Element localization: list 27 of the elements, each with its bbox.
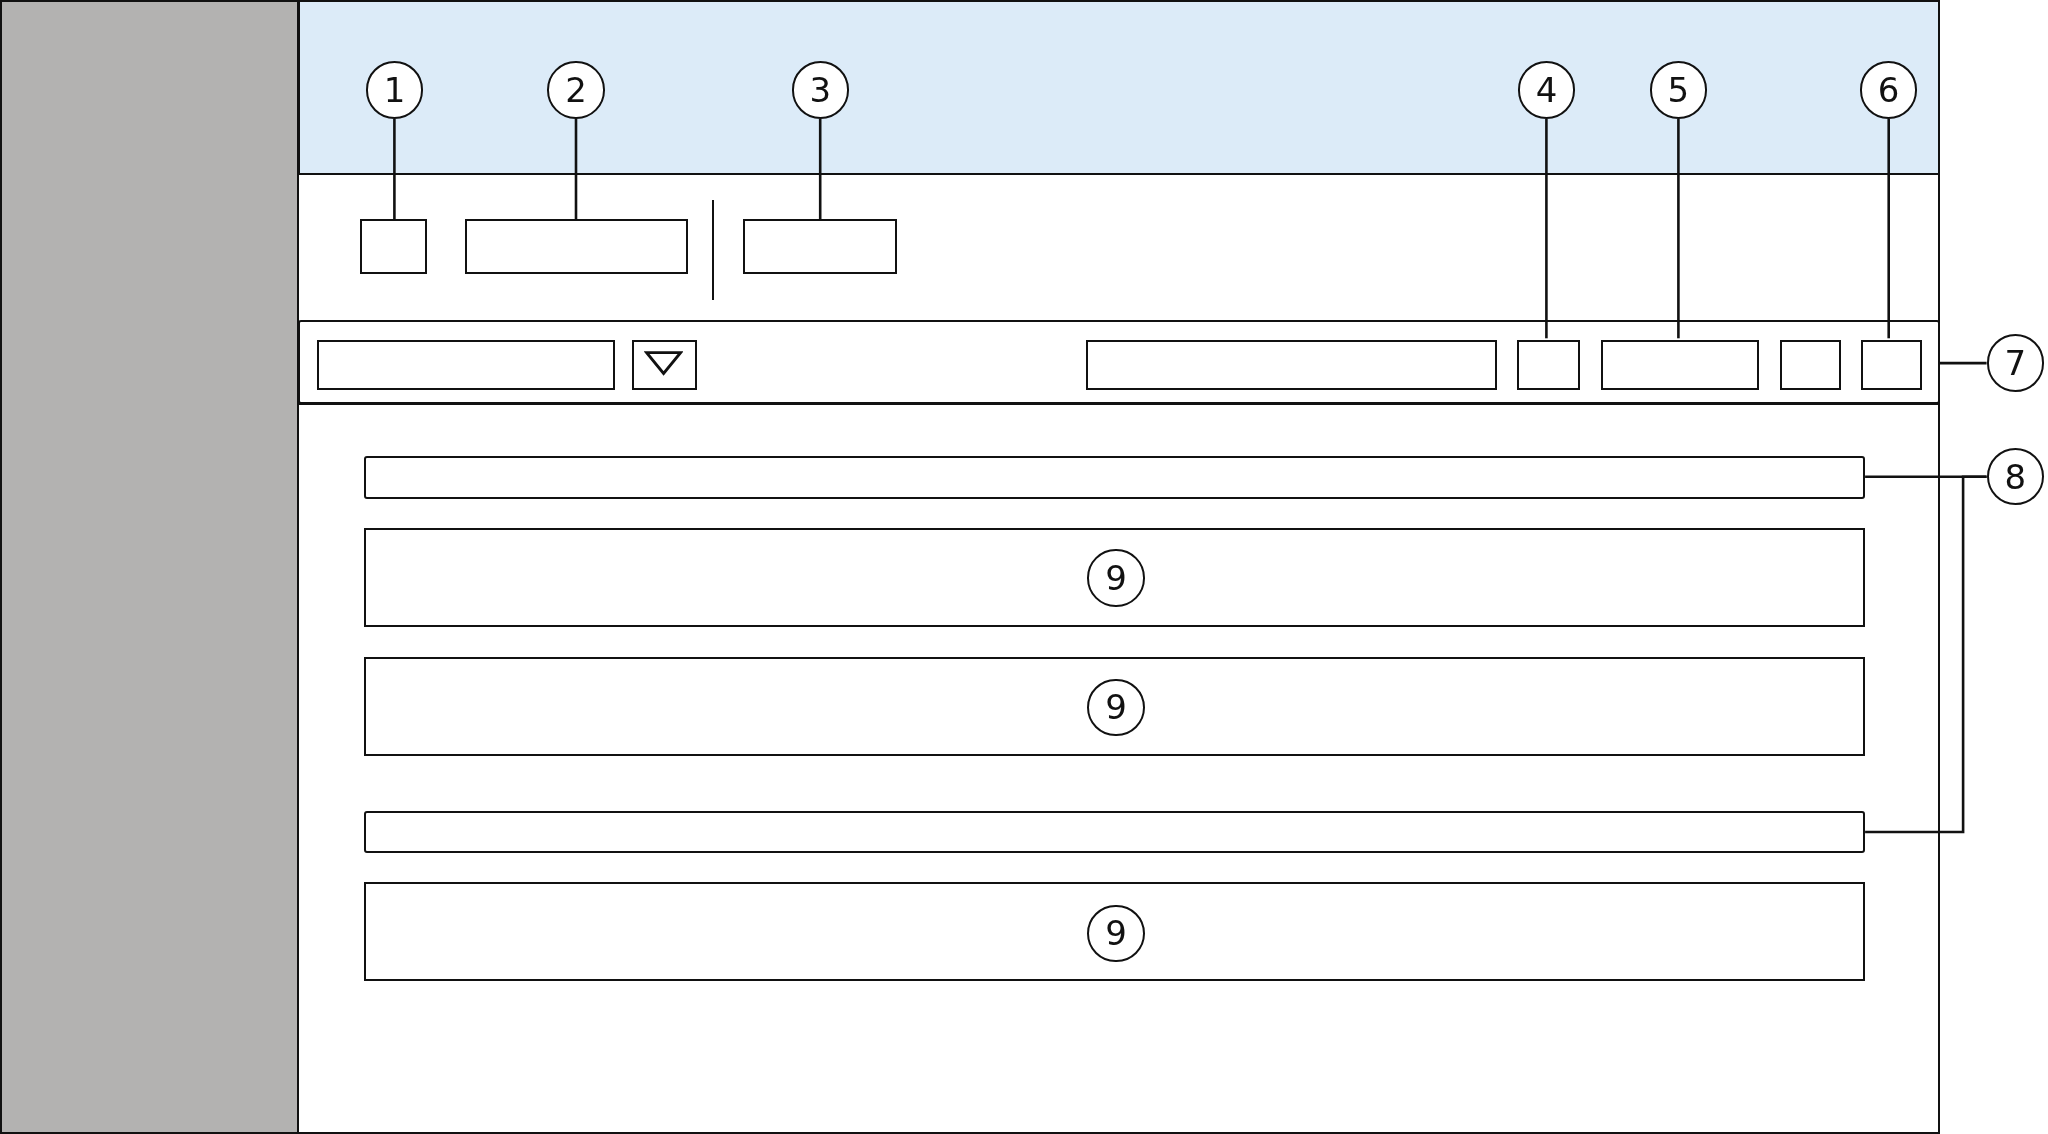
toolbar xyxy=(297,320,1940,404)
callout-number: 7 xyxy=(1986,334,2045,392)
leader-line xyxy=(1939,361,1987,365)
callout-number: 8 xyxy=(1986,448,2045,506)
input-field xyxy=(316,340,615,390)
toolbar-button xyxy=(360,219,428,275)
leader-line xyxy=(1887,118,1890,339)
list-item xyxy=(364,656,1866,757)
section-header-bar xyxy=(364,455,1866,499)
section-header-bar xyxy=(364,811,1866,853)
toolbar-button xyxy=(1860,340,1922,390)
leader-line xyxy=(1865,475,1987,834)
list-item xyxy=(364,881,1866,981)
toolbar-button xyxy=(1517,340,1580,390)
leader-line xyxy=(818,118,822,220)
leader-line xyxy=(1545,118,1548,339)
leader-line xyxy=(574,118,578,220)
leader-line xyxy=(393,118,396,220)
sidebar xyxy=(0,0,300,1134)
list-item xyxy=(364,527,1866,627)
toolbar-button xyxy=(1779,340,1841,390)
tab-button xyxy=(464,219,689,275)
toolbar-button xyxy=(1600,340,1759,390)
input-field xyxy=(1086,340,1498,390)
tab-button xyxy=(743,219,898,275)
dropdown-button xyxy=(631,340,697,390)
leader-line xyxy=(1677,118,1680,339)
